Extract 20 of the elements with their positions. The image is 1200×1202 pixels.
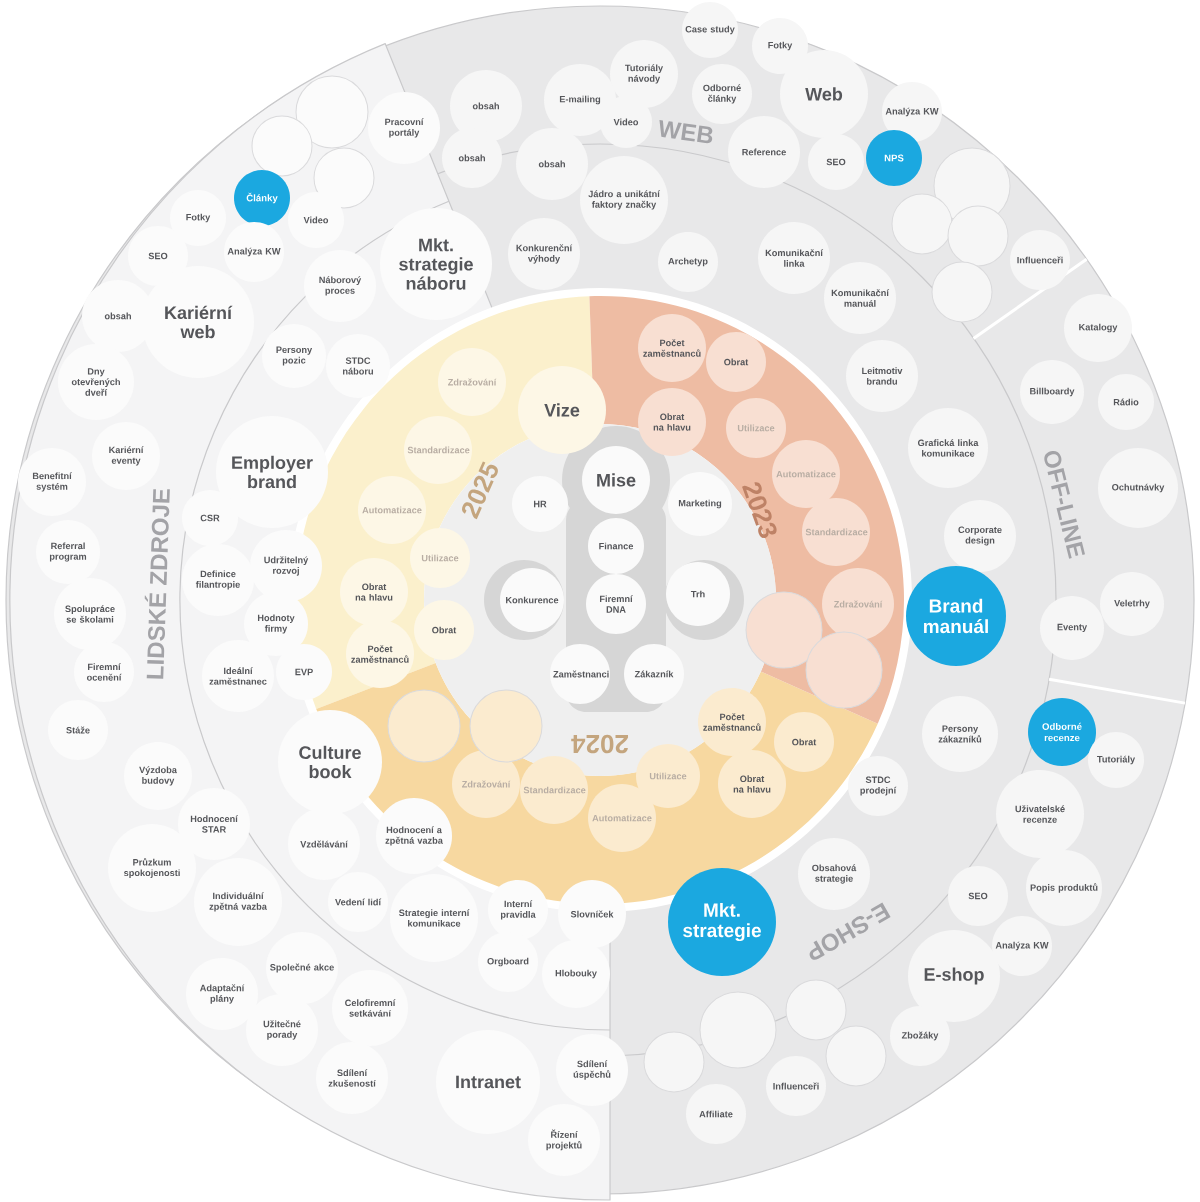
node-label: Kariérní web: [165, 305, 233, 339]
empty-circle: [891, 193, 953, 255]
sector-label: LIDSKÉ ZDROJE: [144, 489, 170, 679]
empty-circle: [295, 75, 369, 149]
empty-circle: [931, 261, 993, 323]
empty-circle: [387, 689, 461, 763]
sector-label: 2023: [742, 482, 777, 538]
empty-circle: [805, 631, 883, 709]
empty-circle: [469, 689, 543, 763]
sector-label: WEB: [659, 119, 713, 144]
empty-circle: [745, 591, 823, 669]
empty-circle: [785, 979, 847, 1041]
empty-circle: [947, 205, 1009, 267]
empty-circle: [313, 147, 375, 209]
empty-circle: [825, 1025, 887, 1087]
sector-label: 2024: [571, 734, 628, 754]
empty-circle: [699, 991, 777, 1069]
empty-circle: [643, 1031, 705, 1093]
empty-circle: [251, 115, 313, 177]
node-label: Web: [805, 87, 843, 101]
